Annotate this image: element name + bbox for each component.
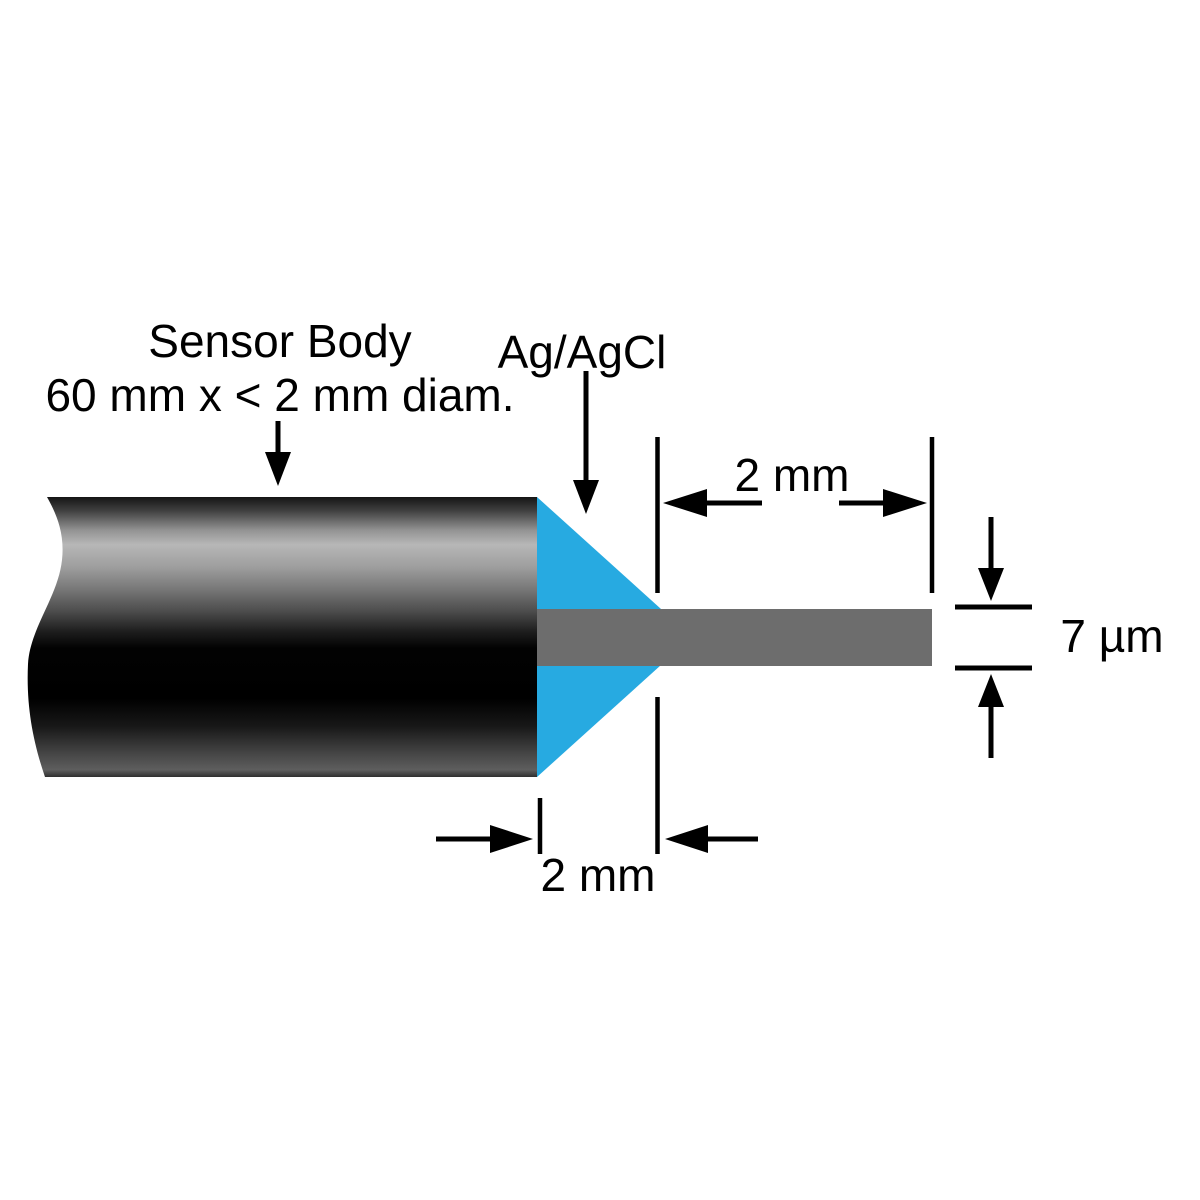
sensor-body-label-dimensions: 60 mm x < 2 mm diam. bbox=[45, 369, 514, 421]
bottom-dim-right-arrowhead-icon bbox=[665, 825, 708, 853]
fiber-electrode-rod bbox=[537, 609, 932, 666]
sensor-body-pointer-arrowhead-icon bbox=[265, 452, 291, 486]
top-dim-right-arrowhead-icon bbox=[883, 489, 927, 517]
fiber-dim-down-arrowhead-icon bbox=[978, 568, 1004, 601]
bottom-dim-left-arrowhead-icon bbox=[490, 825, 533, 853]
fiber-dim-up-arrowhead-icon bbox=[978, 674, 1004, 707]
ag-agcl-pointer-arrowhead-icon bbox=[573, 480, 599, 514]
sensor-body-cylinder bbox=[27, 497, 537, 777]
sensor-body-label-title: Sensor Body bbox=[148, 315, 411, 367]
top-dim-label: 2 mm bbox=[735, 449, 850, 501]
bottom-dim-label: 2 mm bbox=[541, 849, 656, 901]
top-dim-left-arrowhead-icon bbox=[663, 489, 707, 517]
fiber-dim-label: 7 µm bbox=[1060, 610, 1163, 662]
ag-agcl-label: Ag/AgCl bbox=[498, 326, 667, 378]
